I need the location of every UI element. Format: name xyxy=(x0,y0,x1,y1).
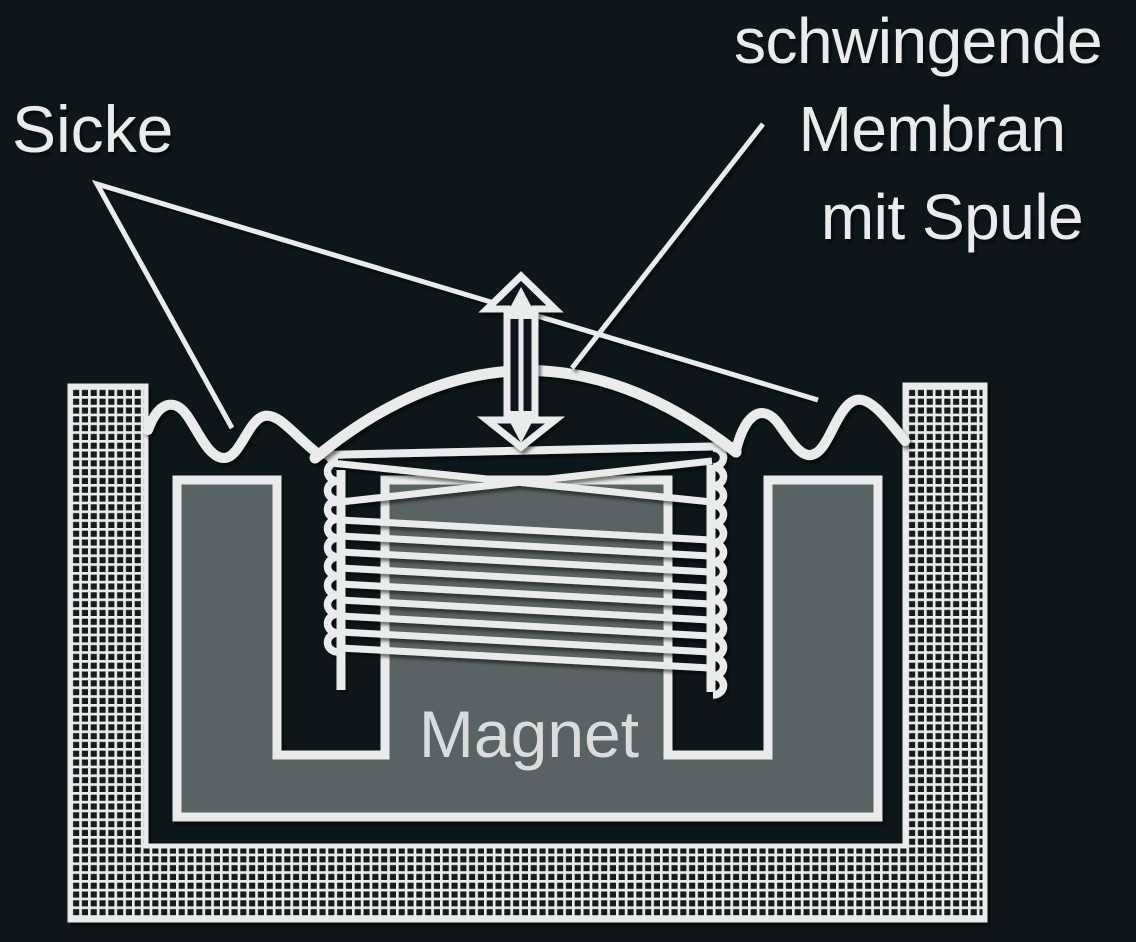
magnet-label: Magnet xyxy=(419,697,639,771)
sicke-leader-lines xyxy=(91,179,819,430)
coil-winding xyxy=(339,532,712,560)
coil-winding xyxy=(339,548,712,576)
speaker-frame-hatched xyxy=(67,382,988,923)
magnet-body xyxy=(172,475,883,822)
coil-top-winding xyxy=(321,442,734,459)
vibration-arrow-inner-head-up xyxy=(504,287,538,319)
membrane-label-line3: mit Spule xyxy=(821,181,1083,253)
vibration-arrow xyxy=(476,271,566,452)
vibration-arrow-inner-head-down xyxy=(504,411,538,443)
coil-cross-winding xyxy=(330,457,713,507)
coil-winding xyxy=(339,628,712,656)
sicke-label: Sicke xyxy=(12,92,173,166)
coil-winding xyxy=(339,516,712,544)
coil-loops-left xyxy=(323,439,339,656)
membrane-label-line2: Membran xyxy=(799,93,1066,165)
membrane-label-line1: schwingende xyxy=(734,5,1102,77)
coil-winding xyxy=(339,564,712,592)
voice-coil xyxy=(321,439,734,699)
coil-winding xyxy=(339,612,712,640)
coil-winding xyxy=(339,596,712,624)
surround-left xyxy=(143,399,322,464)
coil-winding xyxy=(339,644,712,672)
coil-winding xyxy=(339,580,712,608)
membrane-leader-line xyxy=(570,122,765,370)
surround-right xyxy=(731,394,910,460)
coil-loops-right xyxy=(712,444,728,699)
